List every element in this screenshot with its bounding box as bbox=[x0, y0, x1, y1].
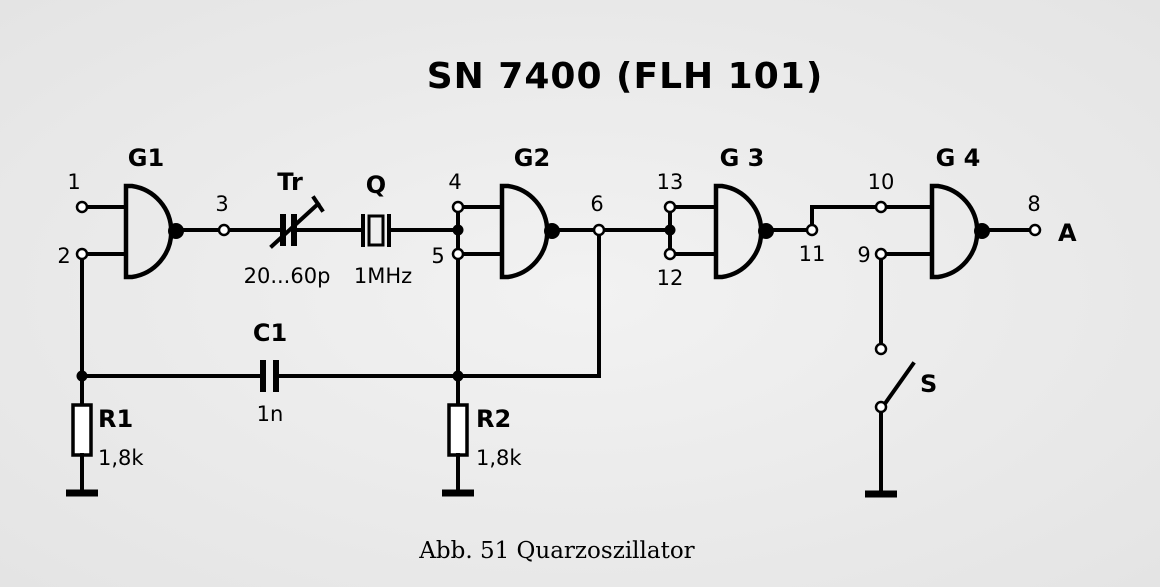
trimmer-value: 20...60p bbox=[244, 264, 331, 288]
r1-value: 1,8k bbox=[98, 446, 144, 470]
gate-g3 bbox=[713, 183, 774, 280]
trimmer-capacitor bbox=[269, 195, 325, 249]
c1-value: 1n bbox=[257, 402, 284, 426]
pin-label-13: 13 bbox=[657, 170, 684, 194]
crystal-q bbox=[361, 214, 391, 247]
gate-label-g3: G 3 bbox=[720, 144, 765, 172]
pin-circles bbox=[75, 200, 1042, 414]
pin-label-4: 4 bbox=[448, 170, 461, 194]
pin-label-12: 12 bbox=[657, 266, 684, 290]
pin-label-6: 6 bbox=[590, 192, 603, 216]
r2-value: 1,8k bbox=[476, 446, 522, 470]
c1-name: C1 bbox=[253, 319, 287, 347]
crystal-name: Q bbox=[366, 171, 386, 199]
pin-label-5: 5 bbox=[431, 244, 444, 268]
switch-s bbox=[881, 361, 916, 408]
switch-name: S bbox=[920, 370, 937, 398]
resistor-r2 bbox=[447, 403, 469, 457]
output-name: A bbox=[1058, 219, 1077, 247]
gate-label-g2: G2 bbox=[514, 144, 550, 172]
figure-caption: Abb. 51 Quarzoszillator bbox=[418, 538, 694, 564]
pin-label-11: 11 bbox=[799, 242, 826, 266]
pin-label-9: 9 bbox=[857, 243, 870, 267]
wiring bbox=[80, 205, 1036, 496]
pin-label-3: 3 bbox=[215, 192, 228, 216]
gate-label-g1: G1 bbox=[128, 144, 164, 172]
diagram-title: SN 7400 (FLH 101) bbox=[427, 56, 824, 97]
pin-label-10: 10 bbox=[868, 170, 895, 194]
junction-dots bbox=[76, 224, 676, 382]
pin-label-8: 8 bbox=[1027, 192, 1040, 216]
resistor-r1 bbox=[71, 403, 93, 457]
gate-g4 bbox=[929, 183, 990, 280]
crystal-value: 1MHz bbox=[354, 264, 412, 288]
r1-name: R1 bbox=[98, 405, 133, 433]
gate-g1 bbox=[123, 183, 184, 280]
capacitor-c1 bbox=[260, 360, 279, 392]
trimmer-name: Tr bbox=[277, 168, 303, 196]
r2-name: R2 bbox=[476, 405, 511, 433]
pin-label-1: 1 bbox=[67, 170, 80, 194]
pin-label-2: 2 bbox=[57, 244, 70, 268]
gate-label-g4: G 4 bbox=[936, 144, 981, 172]
ground-symbols bbox=[66, 453, 897, 498]
gate-g2 bbox=[499, 183, 560, 280]
